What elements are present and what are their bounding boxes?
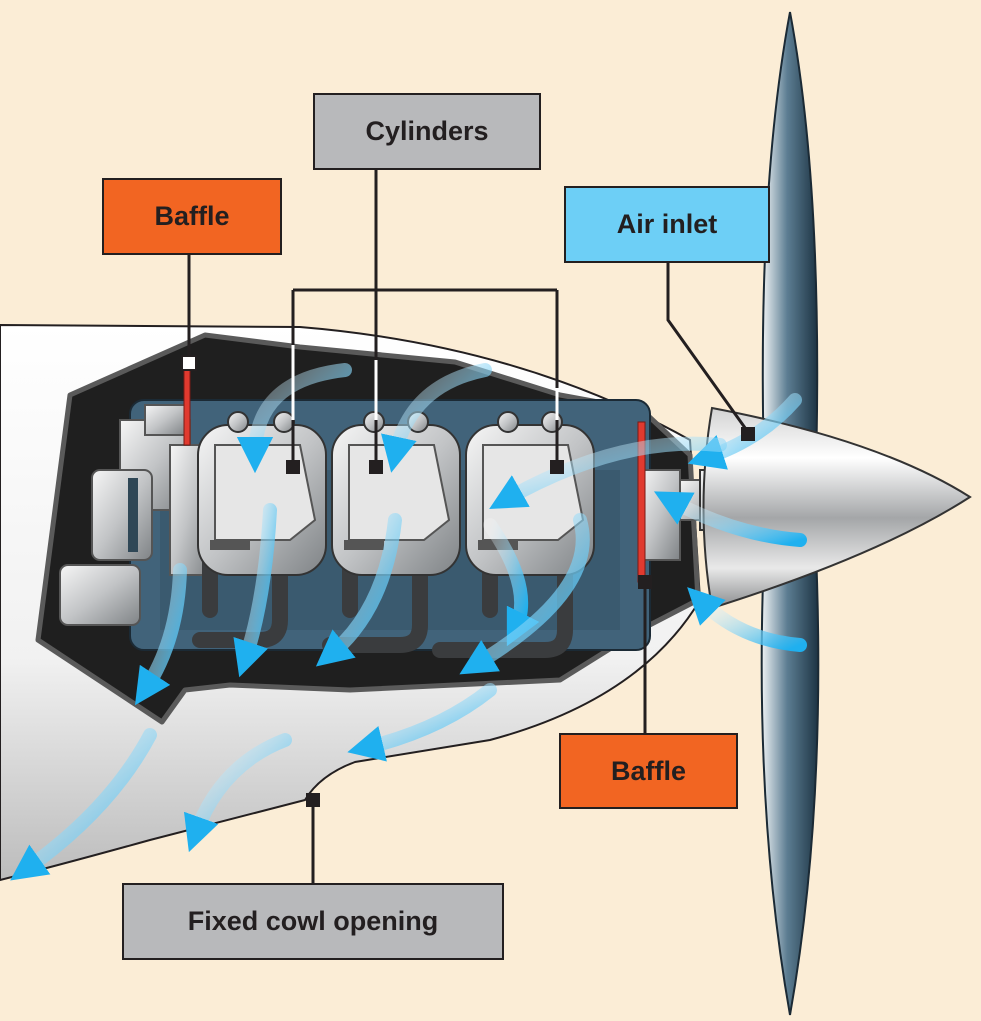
airflow-arrow-icon: [653, 491, 807, 547]
airflow-arrow-icon: [459, 513, 590, 675]
airflow-arrow-icon: [483, 518, 540, 647]
label-fixed-cowl-opening-text: Fixed cowl opening: [187, 906, 439, 936]
airflow-arrow-icon: [315, 513, 402, 667]
leader-lines: [187, 170, 750, 883]
label-cylinders-text: Cylinders: [365, 116, 489, 146]
propeller-icon: [760, 11, 820, 1016]
label-air-inlet: Air inlet: [564, 186, 770, 263]
airflow-arrow-icon: [183, 733, 292, 853]
leader-endpoints: [286, 427, 755, 807]
airflow-arrows: [10, 363, 807, 881]
label-baffle-rear: Baffle: [102, 178, 282, 255]
airflow-arrow-icon: [489, 436, 727, 509]
label-baffle-front: Baffle: [559, 733, 738, 809]
airflow-arrow-icon: [236, 363, 352, 474]
label-air-inlet-text: Air inlet: [616, 209, 718, 239]
airflow-arrow-icon: [233, 503, 277, 678]
airflow-arrow-icon: [381, 363, 492, 473]
airflow-arrow-icon: [10, 728, 157, 881]
cylinders-leader: [291, 170, 559, 465]
label-baffle-rear-text: Baffle: [154, 201, 230, 231]
label-baffle-front-text: Baffle: [610, 755, 686, 786]
baffle-rear: [183, 364, 191, 446]
airflow-arrow-icon: [134, 563, 187, 706]
airflow-arrow-icon: [347, 683, 497, 762]
air-inlet-leader: [666, 263, 750, 433]
label-cylinders: Cylinders: [313, 93, 541, 170]
airflow-arrow-icon: [687, 587, 807, 652]
label-fixed-cowl-opening: Fixed cowl opening: [122, 883, 504, 960]
